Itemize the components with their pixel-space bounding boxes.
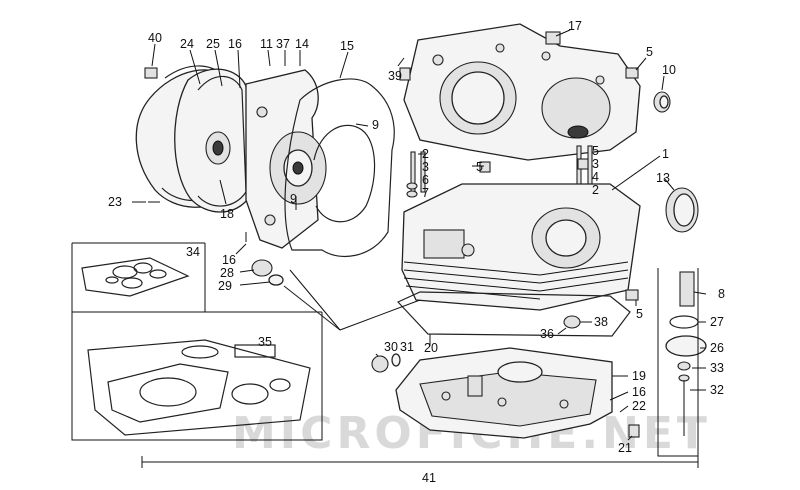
callout-36: 36 xyxy=(540,327,554,341)
callout-13: 13 xyxy=(656,171,670,185)
bushing xyxy=(653,91,671,113)
callout-21: 21 xyxy=(618,441,632,455)
callout-16: 16 xyxy=(228,37,242,51)
callout-5: 5 xyxy=(646,45,653,59)
callout-25: 25 xyxy=(206,37,220,51)
callout-2: 2 xyxy=(592,183,599,197)
sump-gasket xyxy=(396,291,631,337)
callout-14: 14 xyxy=(295,37,309,51)
timing-case xyxy=(245,69,327,249)
upper-crankcase xyxy=(403,23,641,161)
callout-11: 11 xyxy=(260,37,273,51)
oil-filter-assembly xyxy=(665,271,707,436)
callout-4: 4 xyxy=(592,170,599,184)
callout-35: 35 xyxy=(258,335,272,349)
callout-28: 28 xyxy=(220,266,234,280)
timing-cover-assembly xyxy=(135,65,251,213)
lower-crankcase xyxy=(401,183,641,311)
callout-37: 37 xyxy=(276,37,290,51)
callout-15: 15 xyxy=(340,39,354,53)
callout-39: 39 xyxy=(388,69,402,83)
callout-22: 22 xyxy=(632,399,646,413)
callout-18: 18 xyxy=(220,207,234,221)
cooling-fins xyxy=(403,261,629,300)
callout-17: 17 xyxy=(568,19,582,33)
callout-5: 5 xyxy=(592,144,599,158)
callout-38: 38 xyxy=(594,315,608,329)
callout-7: 7 xyxy=(422,186,429,200)
callout-29: 29 xyxy=(218,279,232,293)
callout-32: 32 xyxy=(710,383,724,397)
callout-41: 41 xyxy=(422,471,436,485)
callout-6: 6 xyxy=(422,173,429,187)
gasket-set xyxy=(87,339,311,436)
callout-24: 24 xyxy=(180,37,194,51)
callout-5: 5 xyxy=(636,307,643,321)
callout-34: 34 xyxy=(186,245,200,259)
callout-1: 1 xyxy=(662,147,669,161)
callout-23: 23 xyxy=(108,195,122,209)
callout-2: 2 xyxy=(422,147,429,161)
callout-16: 16 xyxy=(632,385,646,399)
callout-26: 26 xyxy=(710,341,724,355)
callout-10: 10 xyxy=(662,63,676,77)
callout-16: 16 xyxy=(222,253,236,267)
timing-gasket xyxy=(284,78,395,257)
oil-sump xyxy=(395,347,613,439)
leader-lines xyxy=(132,29,707,468)
callout-19: 19 xyxy=(632,369,646,383)
callout-33: 33 xyxy=(710,361,724,375)
callout-40: 40 xyxy=(148,31,162,45)
callout-3: 3 xyxy=(422,160,429,174)
bolts-and-plugs xyxy=(144,31,640,438)
callout-3: 3 xyxy=(592,157,599,171)
timing-gasket-inner xyxy=(313,124,376,223)
callout-8: 8 xyxy=(718,287,725,301)
callout-20: 20 xyxy=(424,341,438,355)
cylinder-studs xyxy=(406,145,593,198)
callout-5: 5 xyxy=(476,160,483,174)
callout-9: 9 xyxy=(290,192,297,206)
gasket-kit-boxes xyxy=(71,242,323,441)
callout-labels: 40 24 25 16 11 37 14 15 39 17 5 10 9 2 3… xyxy=(108,19,725,485)
oil-seal xyxy=(665,187,699,233)
callout-9: 9 xyxy=(372,118,379,132)
oring-kit xyxy=(81,257,190,297)
callout-31: 31 xyxy=(400,340,414,354)
callout-30: 30 xyxy=(384,340,398,354)
callout-27: 27 xyxy=(710,315,724,329)
